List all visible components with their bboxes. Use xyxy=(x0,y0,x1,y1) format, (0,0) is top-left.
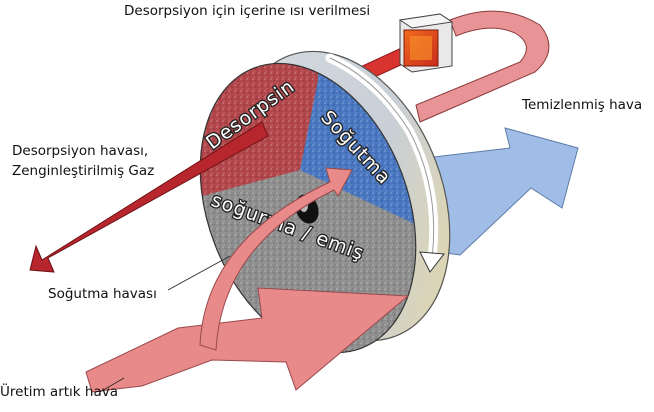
label-cooling-air: Soğutma havası xyxy=(48,286,157,302)
label-desorption-heating: Desorpsiyon için içerine ısı verilmesi xyxy=(124,3,370,19)
label-process-exhaust: Üretim artık hava xyxy=(0,382,118,400)
heater-box-icon xyxy=(400,14,452,72)
label-desorption-air-line2: Zenginleştirilmiş Gaz xyxy=(12,163,154,179)
label-desorption-air-line1: Desorpsiyon havası, xyxy=(12,143,148,159)
label-clean-air: Temizlenmiş hava xyxy=(521,97,642,113)
